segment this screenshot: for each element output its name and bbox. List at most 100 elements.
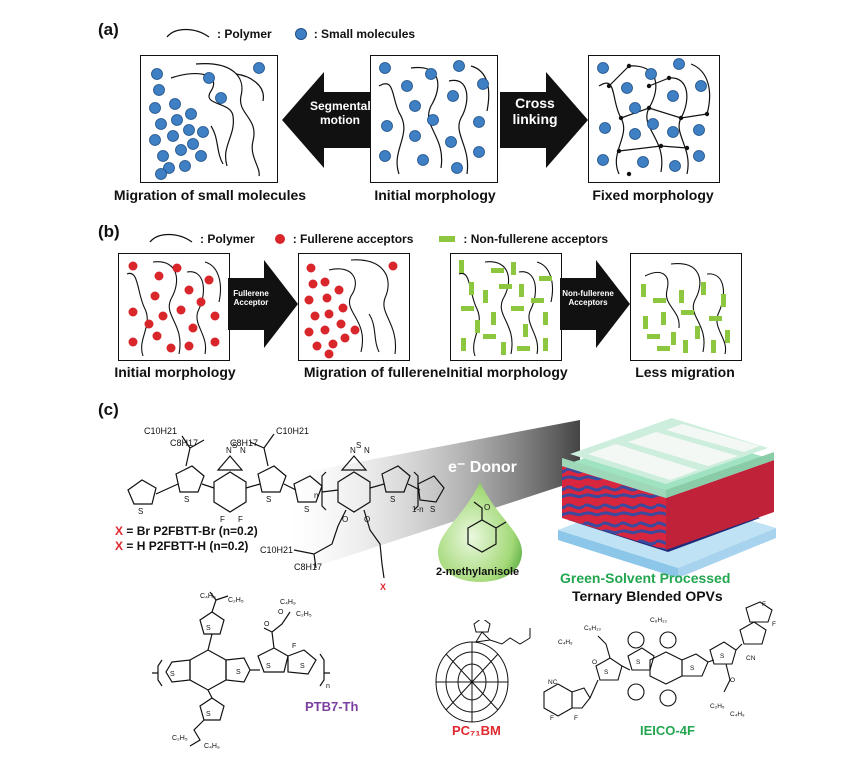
chain-label: C8H17	[170, 438, 198, 448]
svg-text:S: S	[430, 505, 435, 514]
svg-text:F: F	[574, 715, 578, 720]
svg-text:O: O	[342, 515, 348, 524]
svg-text:C₂H₅: C₂H₅	[172, 735, 188, 742]
p2fbtt-h-label: X = H P2FBTT-H (n=0.2)	[115, 539, 249, 553]
chain-label: C10H21	[276, 426, 309, 436]
svg-text:C₄H₉: C₄H₉	[204, 743, 220, 750]
polymer-legend-icon	[166, 28, 210, 38]
svg-text:F: F	[238, 515, 243, 524]
svg-text:S: S	[690, 665, 695, 672]
box-migration-fullerene	[298, 253, 410, 361]
svg-text:S: S	[206, 625, 211, 632]
panel-c-label: (c)	[98, 400, 119, 419]
cross-linking-arrow	[500, 72, 588, 168]
svg-text:1-n: 1-n	[412, 505, 424, 514]
legend-non-fullerene-label: : Non-fullerene acceptors	[463, 232, 609, 246]
polymer-legend-icon	[149, 233, 193, 243]
morphology-illustration	[126, 261, 222, 357]
svg-text:F: F	[772, 621, 776, 628]
legend-polymer-label: : Polymer	[200, 232, 255, 246]
svg-text:S: S	[266, 495, 271, 504]
solvent-label: 2-methylanisole	[436, 566, 520, 578]
small-molecule-legend-icon	[294, 28, 307, 40]
svg-text:C₄H₉: C₄H₉	[200, 593, 216, 600]
svg-text:N: N	[350, 446, 356, 455]
morphology-illustration	[458, 260, 554, 357]
segmental-motion-arrow	[282, 72, 370, 168]
svg-text:n: n	[314, 491, 318, 500]
chain-label: C8H17	[230, 438, 258, 448]
svg-text:S: S	[304, 505, 309, 514]
ieico-4f-label: IEICO-4F	[640, 723, 695, 738]
morphology-illustration	[149, 62, 265, 180]
svg-text:O: O	[364, 515, 370, 524]
svg-text:F: F	[220, 515, 225, 524]
box-fixed-morphology	[588, 55, 720, 183]
opv-device-illustration	[558, 418, 776, 578]
svg-text:O: O	[484, 503, 490, 512]
caption-initial-morphology-b2: Initial morphology	[446, 364, 568, 380]
svg-text:F: F	[550, 715, 554, 720]
svg-text:N: N	[226, 446, 232, 455]
svg-text:S: S	[170, 671, 175, 678]
panel-a-label: (a)	[98, 20, 119, 39]
non-fullerene-acceptors-arrow	[560, 260, 630, 348]
svg-text:S: S	[232, 441, 237, 450]
x-substituent-label: X	[380, 582, 386, 592]
solvent-droplet-icon: O	[438, 482, 522, 582]
svg-text:CN: CN	[746, 655, 756, 662]
svg-text:C₂H₅: C₂H₅	[228, 597, 244, 604]
svg-text:C₄H₉: C₄H₉	[730, 711, 745, 718]
caption-migration-small-molecules: Migration of small molecules	[113, 187, 307, 203]
legend-small-molecules-label: : Small molecules	[313, 27, 416, 41]
device-title-line2: Ternary Blended OPVs	[572, 588, 723, 604]
non-fullerene-legend-icon	[439, 236, 456, 242]
svg-text:O: O	[278, 609, 284, 616]
morphology-illustration	[597, 58, 711, 177]
svg-text:n: n	[326, 683, 330, 690]
svg-text:O: O	[264, 621, 270, 628]
svg-text:O: O	[592, 659, 597, 666]
svg-text:S: S	[356, 441, 361, 450]
svg-text:O: O	[730, 677, 735, 684]
svg-text:S: S	[266, 663, 271, 670]
device-title-line1: Green-Solvent Processed	[560, 570, 731, 586]
fullerene-acceptor-arrow	[228, 260, 298, 348]
svg-text:F: F	[292, 643, 296, 650]
svg-text:C₂H₅: C₂H₅	[296, 611, 312, 618]
caption-fixed-morphology: Fixed morphology	[592, 187, 714, 203]
svg-text:C₆H₁₃: C₆H₁₃	[584, 625, 601, 632]
svg-text:C₄H₉: C₄H₉	[558, 639, 573, 646]
svg-text:S: S	[206, 711, 211, 718]
svg-text:C₄H₉: C₄H₉	[280, 599, 296, 606]
svg-text:S: S	[390, 495, 395, 504]
caption-initial-morphology-b1: Initial morphology	[114, 364, 236, 380]
donor-beam	[290, 420, 580, 575]
p2fbtt-br-label: X = Br P2FBTT-Br (n=0.2)	[115, 524, 258, 538]
chain-label: C10H21	[260, 545, 293, 555]
box-initial-morphology-fullerene	[118, 253, 230, 361]
svg-text:C₆H₁₃: C₆H₁₃	[650, 617, 667, 624]
box-initial-morphology-non-fullerene	[450, 253, 562, 361]
caption-migration-fullerene: Migration of fullerene	[303, 364, 447, 380]
svg-text:S: S	[636, 659, 641, 666]
caption-initial-morphology-a: Initial morphology	[374, 187, 496, 203]
morphology-illustration	[304, 259, 398, 359]
svg-text:S: S	[138, 507, 143, 516]
svg-text:N: N	[364, 446, 370, 455]
morphology-illustration	[641, 263, 730, 355]
panel-b-legend: : Polymer : Fullerene acceptors : Non-fu…	[148, 232, 608, 246]
svg-text:NC: NC	[548, 679, 558, 686]
caption-less-migration: Less migration	[635, 364, 735, 380]
ptb7-th-label: PTB7-Th	[305, 699, 359, 714]
morphology-illustration	[378, 60, 490, 175]
svg-text:S: S	[184, 495, 189, 504]
svg-text:N: N	[240, 446, 246, 455]
